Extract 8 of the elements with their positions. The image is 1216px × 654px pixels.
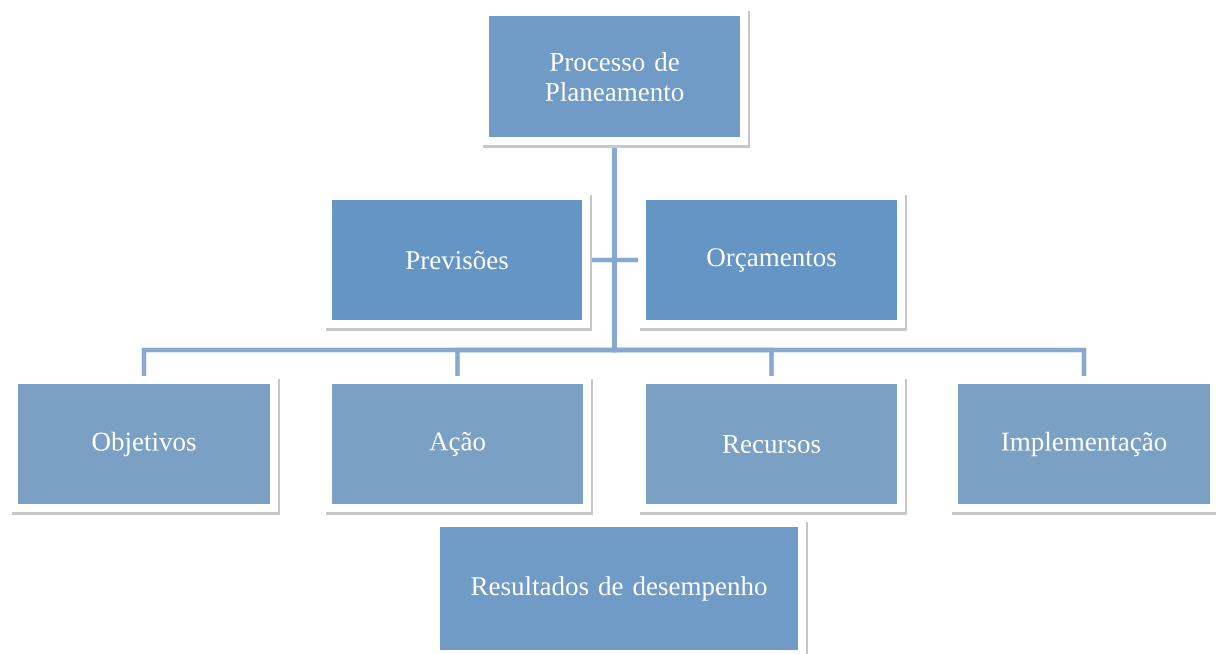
org-chart-box: Processo de Planeamento <box>481 8 750 148</box>
org-chart-box: Recursos <box>638 376 907 515</box>
org-chart-box: Objetivos <box>10 376 280 515</box>
org-chart-box: Orçamentos <box>638 192 907 331</box>
org-chart-box: Previsões <box>324 192 592 331</box>
org-chart-box: Ação <box>324 376 593 515</box>
org-chart-box: Implementação <box>950 376 1216 515</box>
org-chart-box: Resultados de desempenho <box>432 519 808 654</box>
